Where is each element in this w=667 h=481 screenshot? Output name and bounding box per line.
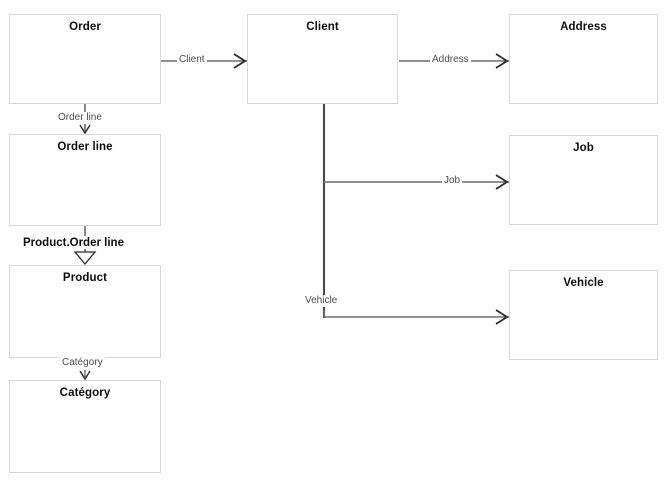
- edge-label-order-orderline: Order line: [56, 112, 104, 124]
- entity-title: Order: [69, 21, 101, 33]
- edge-label-product-category: Catégory: [60, 357, 105, 369]
- entity-title: Client: [306, 21, 339, 33]
- entity-title: Catégory: [59, 387, 111, 399]
- edge-label-client-vehicle: Vehicle: [303, 295, 340, 307]
- edge-label-client-job: Job: [442, 175, 463, 187]
- entity-title: Product: [62, 272, 108, 284]
- entity-box-order-line[interactable]: Order line: [9, 134, 161, 226]
- entity-title: Job: [573, 142, 594, 154]
- entity-title: Order line: [57, 141, 113, 153]
- entity-box-address[interactable]: Address: [509, 14, 658, 104]
- entity-box-product[interactable]: Product: [9, 265, 161, 358]
- edge-label-orderline-product: Product.Order line: [21, 237, 126, 249]
- entity-title: Address: [560, 21, 607, 33]
- entity-box-job[interactable]: Job: [509, 135, 658, 225]
- connector-client-job[interactable]: [324, 174, 509, 190]
- entity-box-order[interactable]: Order: [9, 14, 161, 104]
- connector-client-vehicle[interactable]: [323, 309, 509, 325]
- entity-title: Vehicle: [563, 277, 604, 289]
- entity-box-category[interactable]: Catégory: [9, 380, 161, 473]
- entity-box-client[interactable]: Client: [247, 14, 398, 104]
- edge-label-client-address: Address: [430, 54, 471, 66]
- edge-label-order-client: Client: [177, 54, 207, 66]
- entity-box-vehicle[interactable]: Vehicle: [509, 270, 658, 360]
